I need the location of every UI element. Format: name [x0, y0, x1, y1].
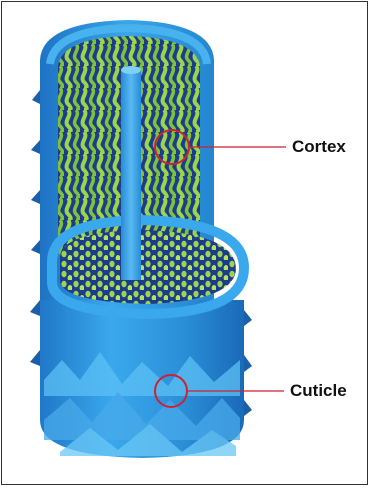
cuticle-label: Cuticle [290, 381, 347, 401]
left-scales [30, 90, 40, 366]
right-scales [244, 310, 252, 416]
medulla-cylinder [121, 70, 141, 280]
medulla-top [121, 66, 141, 74]
cortex-floor [60, 230, 236, 304]
cortex-label: Cortex [292, 137, 346, 157]
